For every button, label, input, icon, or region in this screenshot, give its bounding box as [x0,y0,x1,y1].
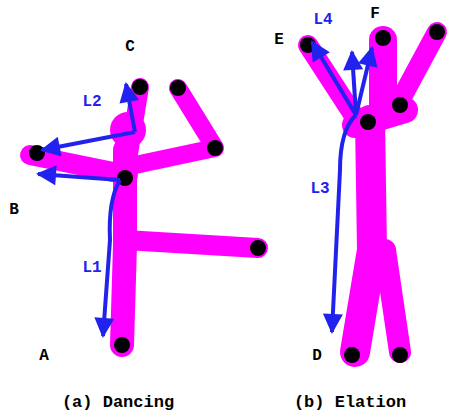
point-letter: F [370,6,380,22]
limb-label: L2 [82,94,101,110]
point-letter: E [274,32,284,48]
limb-label: L1 [82,260,101,276]
subfigure-caption: (b) Elation [294,394,406,411]
point-letter: D [312,348,322,364]
limb-label: L3 [310,181,329,197]
point-letter: B [9,202,19,218]
joint-dots [300,24,445,363]
point-letter: A [39,348,49,364]
dancer-body [30,87,258,345]
limb-label: L4 [313,12,332,28]
limb-arrows [38,42,372,336]
elation-body [308,32,437,352]
point-letter: C [125,39,135,55]
subfigure-caption: (a) Dancing [62,394,174,411]
joint-dots [29,79,266,353]
